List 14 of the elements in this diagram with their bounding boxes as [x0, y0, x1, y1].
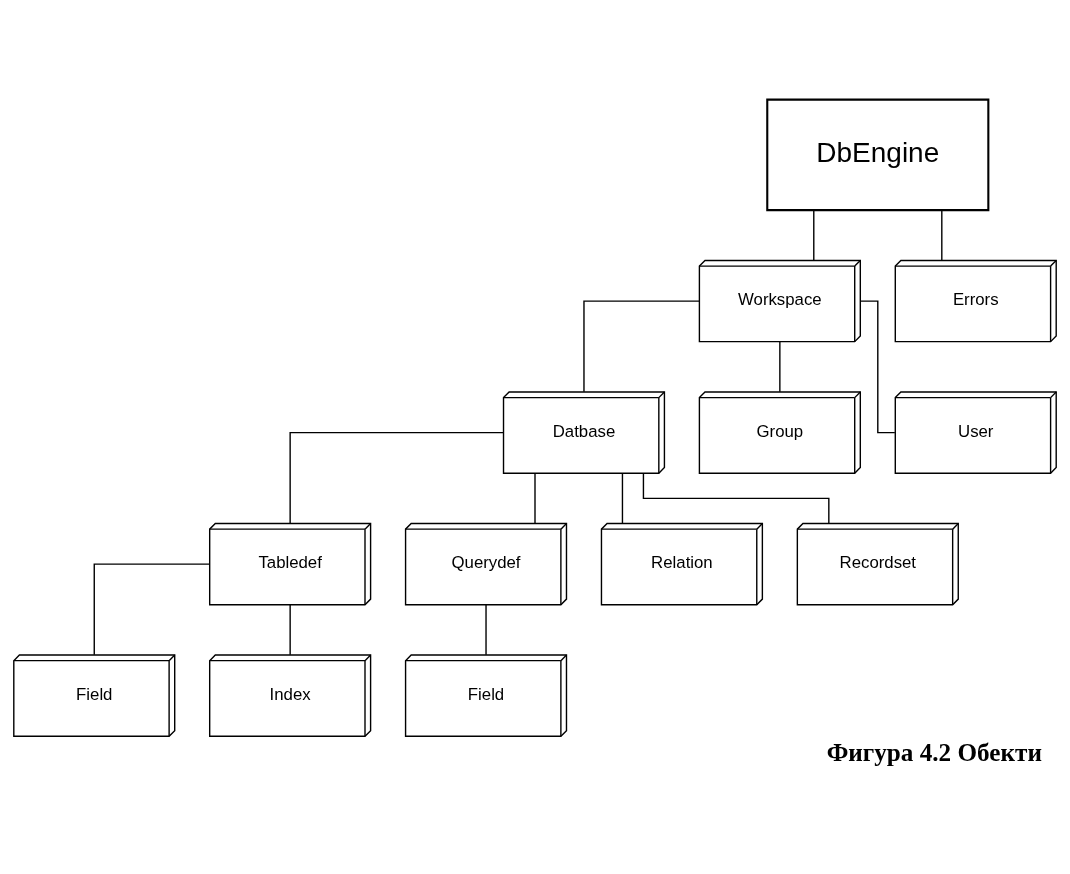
connector [485, 603, 487, 655]
node-box: DbEngine [766, 98, 990, 211]
connector [941, 208, 943, 261]
connector [860, 299, 896, 433]
connector [583, 299, 700, 392]
connector [813, 208, 815, 261]
connector [621, 472, 624, 524]
caption: Фигура 4.2 Обекти [826, 738, 1042, 766]
connector [93, 562, 211, 655]
connector [289, 603, 291, 655]
connector [289, 431, 504, 524]
connector [642, 472, 830, 524]
connector [534, 472, 536, 524]
connector [779, 340, 781, 392]
